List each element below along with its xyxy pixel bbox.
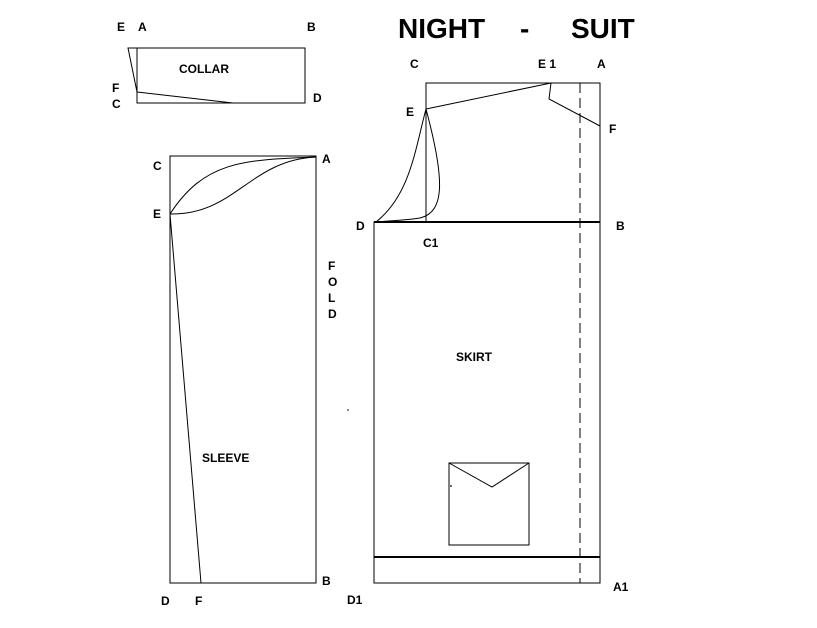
pocket-mark: [450, 485, 452, 487]
skirt-point-a1: A1: [613, 580, 629, 594]
bodice-point-e: E: [406, 105, 414, 119]
sleeve-point-f: F: [195, 594, 202, 608]
skirt-point-d1: D1: [347, 593, 363, 607]
sleeve-label: SLEEVE: [202, 451, 249, 465]
bodice-point-d: D: [356, 219, 365, 233]
title-dash: -: [520, 13, 529, 44]
collar-curve-line: [136, 91, 234, 104]
collar-end-slope: [127, 47, 138, 93]
fold-letter-2: O: [328, 275, 337, 289]
collar-outline: [136, 47, 306, 104]
bodice-point-f: F: [609, 122, 616, 136]
bodice-armhole-outer: [375, 108, 427, 223]
fold-letter-4: D: [328, 307, 337, 321]
bodice-point-b: B: [616, 219, 625, 233]
collar-piece: COLLAR E A B F C D: [112, 20, 322, 111]
title-night: NIGHT: [398, 13, 485, 44]
fold-letter-3: L: [328, 291, 335, 305]
skirt-label: SKIRT: [456, 350, 493, 364]
bodice-armhole-inner: [375, 108, 440, 223]
collar-label: COLLAR: [179, 62, 229, 76]
sleeve-point-e: E: [153, 207, 161, 221]
skirt-piece: SKIRT D1 A1: [347, 221, 629, 607]
fold-letter-1: F: [328, 259, 335, 273]
bodice-point-c1: C1: [423, 236, 439, 250]
sleeve-piece: SLEEVE C A E D F B F O L D: [153, 152, 337, 608]
sleeve-cap-curve-lower: [169, 156, 317, 215]
pocket-flap: [448, 462, 530, 488]
stray-dot: [347, 409, 349, 411]
title-suit: SUIT: [571, 13, 635, 44]
sleeve-cap-curve-upper: [169, 156, 317, 215]
sleeve-point-c: C: [153, 159, 162, 173]
collar-point-f: F: [112, 81, 119, 95]
sleeve-point-a: A: [322, 152, 331, 166]
skirt-outline: [373, 221, 601, 584]
sleeve-point-d: D: [161, 594, 170, 608]
collar-point-d: D: [313, 91, 322, 105]
collar-point-b: B: [307, 20, 316, 34]
bodice-point-e1: E 1: [538, 57, 556, 71]
collar-point-e: E: [117, 20, 125, 34]
sleeve-outline: [169, 155, 317, 584]
bodice-point-c: C: [410, 57, 419, 71]
pocket-outline: [448, 462, 530, 546]
sleeve-underarm-line: [169, 213, 202, 584]
collar-point-c: C: [112, 97, 121, 111]
sleeve-point-b: B: [322, 574, 331, 588]
bodice-shoulder-neck-line: [425, 82, 601, 127]
bodice-point-a: A: [597, 57, 606, 71]
collar-point-a: A: [138, 20, 147, 34]
bodice-piece: C E 1 A E F D B C1: [356, 57, 625, 250]
